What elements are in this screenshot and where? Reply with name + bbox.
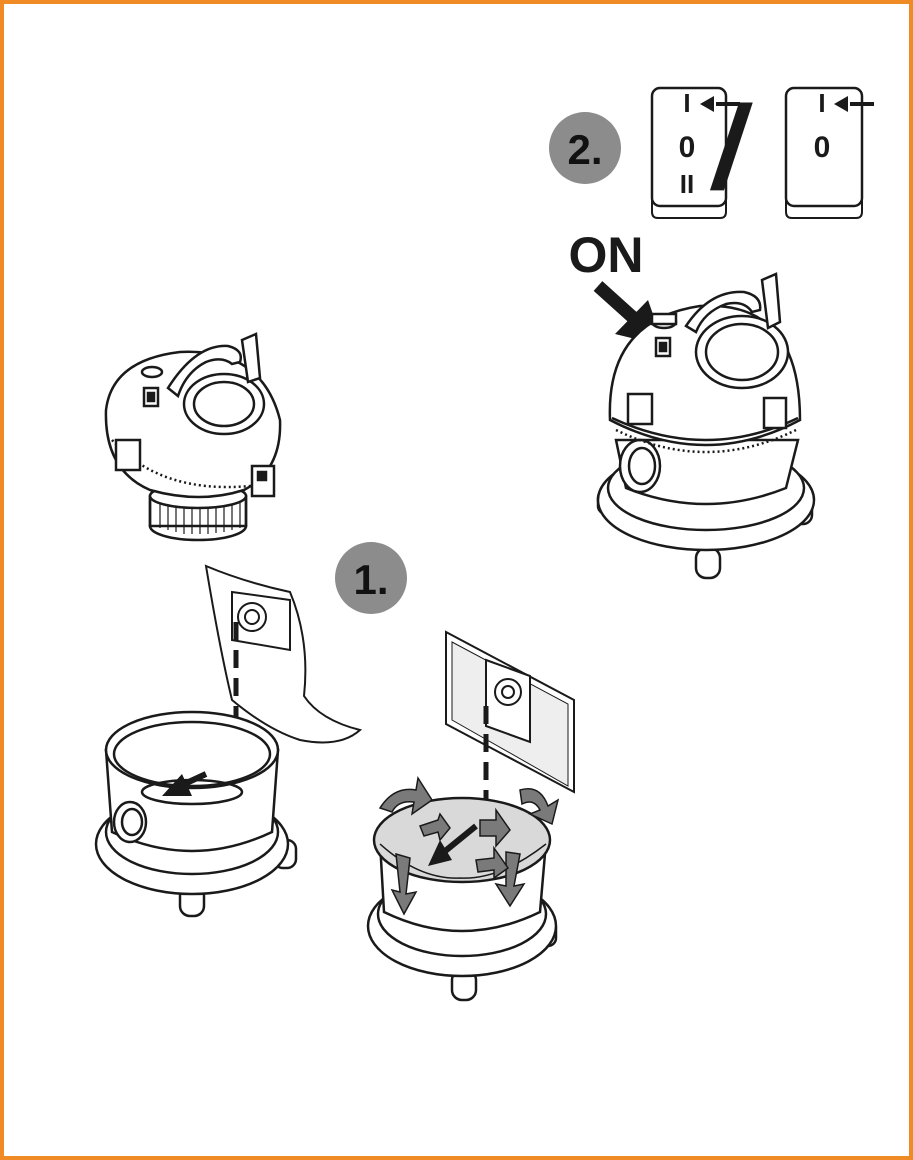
vacuum-tank-open-icon (96, 712, 296, 916)
switch-b-middle-label: 0 (814, 131, 831, 164)
step-1-badge: 1. (335, 542, 407, 614)
switch-b-top-label: I (818, 88, 825, 118)
switch-a-middle-label: 0 (679, 131, 696, 164)
switch-a-bottom-label: II (680, 169, 694, 199)
switch-two-position-icon: I 0 (786, 88, 874, 218)
vacuum-head-icon (106, 334, 280, 540)
fleece-filter-bag-icon (446, 632, 574, 792)
step-2-badge: 2. (549, 112, 621, 184)
on-label: ON (569, 227, 644, 283)
step-1-label: 1. (353, 556, 388, 603)
switch-a-top-label: I (683, 88, 690, 118)
step-2-label: 2. (567, 126, 602, 173)
